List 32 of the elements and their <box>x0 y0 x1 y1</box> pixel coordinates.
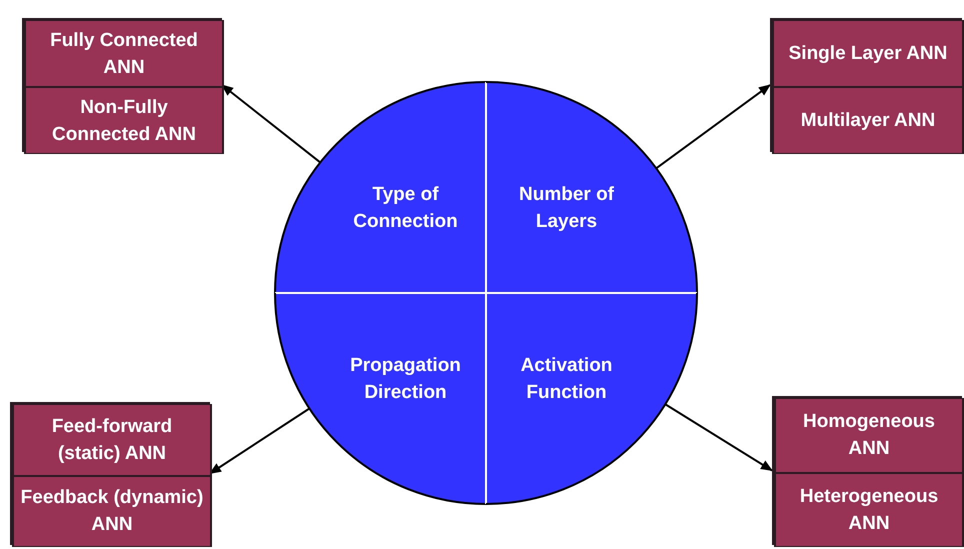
option-box <box>774 472 964 547</box>
circle-quadrant <box>275 82 486 293</box>
option-label: Feedback (dynamic) ANN <box>20 486 204 538</box>
option-label: Fully Connected ANN <box>49 28 199 80</box>
arrow <box>221 84 321 164</box>
option-label: Heterogeneous ANN <box>798 484 940 536</box>
option-box <box>772 87 964 154</box>
option-label: Non-Fully Connected ANN <box>51 96 197 146</box>
option-box <box>12 476 212 547</box>
category-box <box>772 396 962 545</box>
option-box <box>772 20 964 87</box>
option-box <box>12 404 212 476</box>
option-box <box>774 398 964 472</box>
category-box <box>22 18 222 152</box>
option-box <box>24 87 224 154</box>
option-label: Multilayer ANN <box>800 109 936 133</box>
option-label: Feed-forward (static) ANN <box>50 414 174 466</box>
category-box <box>10 402 210 545</box>
quadrant-label: Type of Connection <box>352 182 459 234</box>
category-box <box>770 18 962 152</box>
quadrant-label: Propagation Direction <box>349 354 462 404</box>
option-box <box>24 20 224 87</box>
option-label: Homogeneous ANN <box>802 410 936 462</box>
quadrant-label: Number of Layers <box>518 182 615 234</box>
divided-circle <box>275 82 697 504</box>
arrow <box>664 403 773 472</box>
circle-quadrant <box>275 293 486 504</box>
circle-quadrant <box>486 293 697 504</box>
arrow <box>656 84 771 170</box>
option-label: Single Layer ANN <box>788 42 948 66</box>
quadrant-label: Activation Function <box>520 354 614 404</box>
circle-quadrant <box>486 82 697 293</box>
